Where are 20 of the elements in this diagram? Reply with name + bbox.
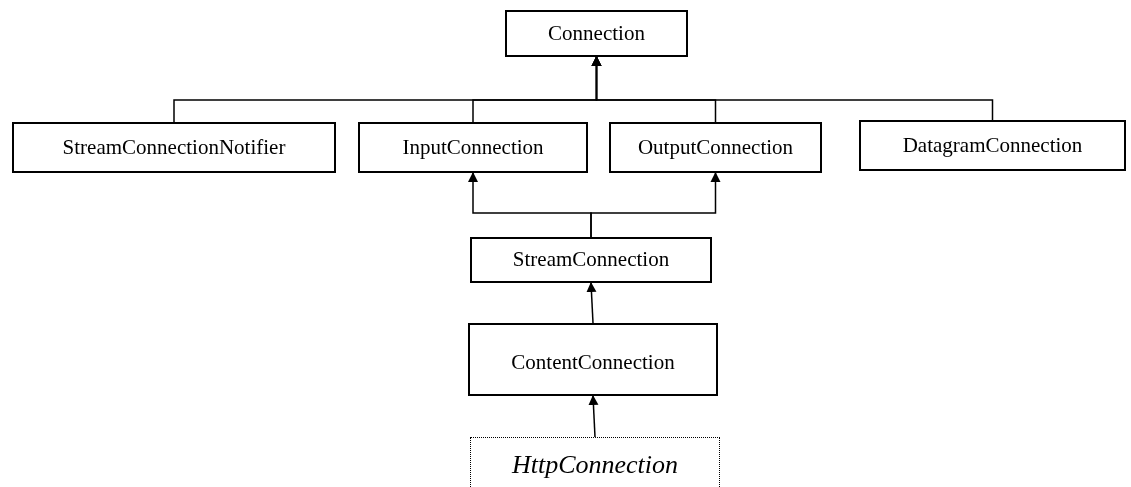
class-box (859, 120, 1126, 171)
class-box (505, 10, 688, 57)
class-name: StreamConnection (512, 246, 670, 274)
class-name: DatagramConnection (902, 131, 1083, 159)
class-name: StreamConnectionNotifier (62, 133, 286, 161)
inheritance-arrow (586, 282, 597, 324)
class-name: InputConnection (402, 133, 544, 161)
class-name: Connection (548, 19, 645, 47)
inheritance-arrow (591, 56, 994, 121)
class-name: ContentConnection (511, 349, 675, 376)
class-box (470, 437, 720, 487)
class-box (468, 323, 718, 396)
class-box (12, 122, 336, 173)
class-box (358, 122, 588, 173)
class-name: OutputConnection (637, 133, 794, 161)
class-box (470, 237, 712, 283)
class-box (609, 122, 822, 173)
inheritance-arrow (590, 172, 721, 238)
inheritance-arrow (588, 395, 599, 438)
class-name: HttpConnection (511, 449, 679, 481)
